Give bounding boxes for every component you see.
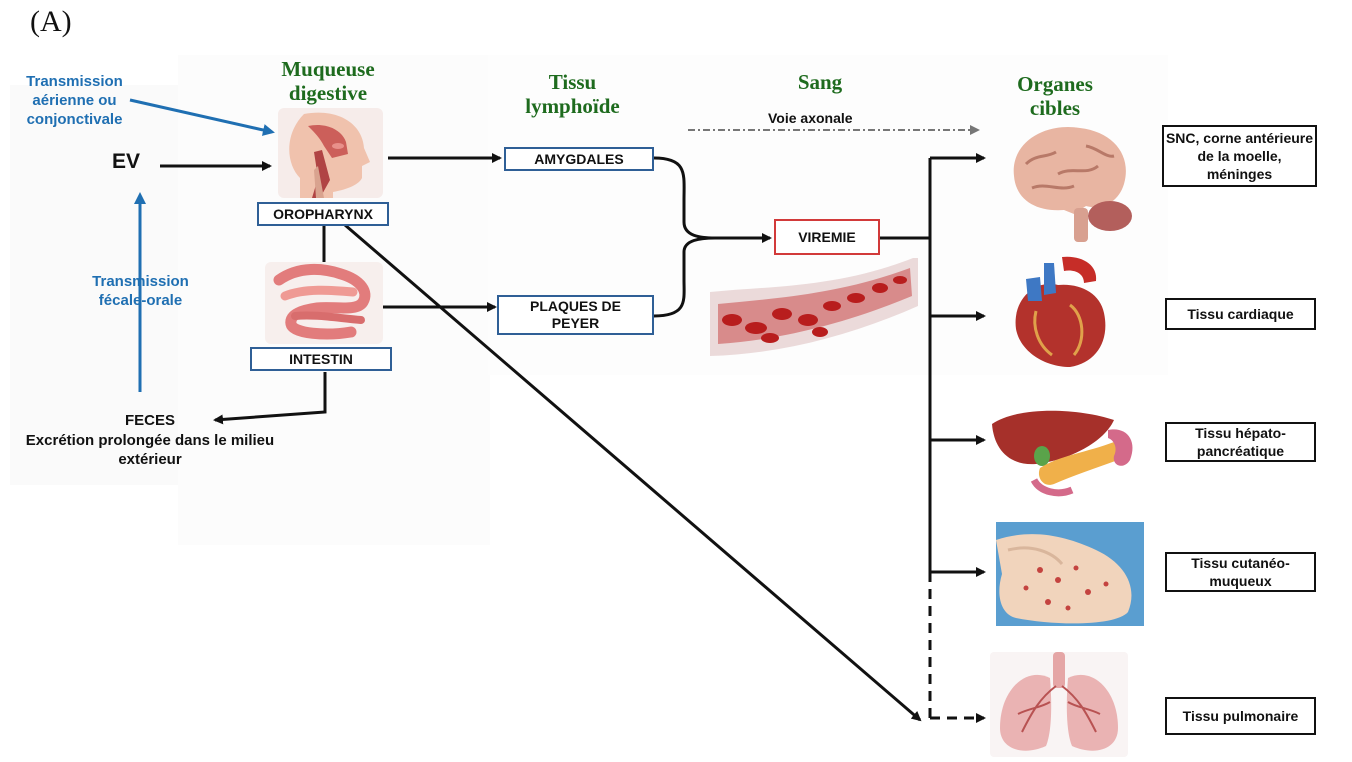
box-amygdales: AMYGDALES: [504, 147, 654, 171]
liver-pancreas-image: [988, 402, 1138, 500]
head-profile-icon: [278, 108, 383, 198]
box-oropharynx: OROPHARYNX: [257, 202, 389, 226]
intestine-image: [265, 262, 383, 344]
header-muqueuse-digestive: Muqueuse digestive: [268, 57, 388, 105]
target-tissu-cutaneo-muqueux: Tissu cutanéo-muqueux: [1165, 552, 1316, 592]
label-voie-axonale: Voie axonale: [768, 110, 853, 126]
label-transmission-fecale-orale: Transmission fécale-orale: [68, 272, 213, 310]
target-tissu-hepato-pancreatique: Tissu hépato-pancréatique: [1165, 422, 1316, 462]
arrow-amygdales-merge: [654, 158, 715, 238]
label-transmission-aerienne: Transmission aérienne ou conjonctivale: [12, 72, 137, 129]
label-feces: FECES: [20, 412, 280, 429]
head-oropharynx-image: [278, 108, 383, 198]
target-snc: SNC, corne antérieure de la moelle, méni…: [1162, 125, 1317, 187]
lungs-image: [990, 652, 1128, 757]
skin-lesions-image: [996, 522, 1144, 626]
brain-image: [1002, 118, 1137, 243]
arrow-peyer-merge: [654, 238, 715, 316]
header-organes-cibles: Organes cibles: [1010, 72, 1100, 120]
header-tissu-lymphoide: Tissu lymphoïde: [510, 70, 635, 118]
box-intestin: INTESTIN: [250, 347, 392, 371]
heart-image: [1000, 255, 1118, 373]
hand-lesions-icon: [996, 522, 1144, 626]
lungs-icon: [990, 652, 1128, 757]
intestine-icon: [265, 262, 383, 344]
liver-pancreas-icon: [988, 402, 1138, 500]
box-plaques-de-peyer: PLAQUES DE PEYER: [497, 295, 654, 335]
header-sang: Sang: [780, 70, 860, 94]
label-feces-description: Excrétion prolongée dans le milieu extér…: [20, 431, 280, 469]
box-viremie: VIREMIE: [774, 219, 880, 255]
panel-label: (A): [30, 5, 72, 39]
brain-icon: [1002, 118, 1137, 243]
arrow-air-transmission: [130, 100, 272, 132]
target-tissu-pulmonaire: Tissu pulmonaire: [1165, 697, 1316, 735]
blood-vessel-image: [710, 258, 918, 356]
heart-icon: [1000, 255, 1118, 373]
target-tissu-cardiaque: Tissu cardiaque: [1165, 298, 1316, 330]
label-ev: EV: [112, 150, 140, 174]
blood-vessel-icon: [710, 258, 918, 356]
